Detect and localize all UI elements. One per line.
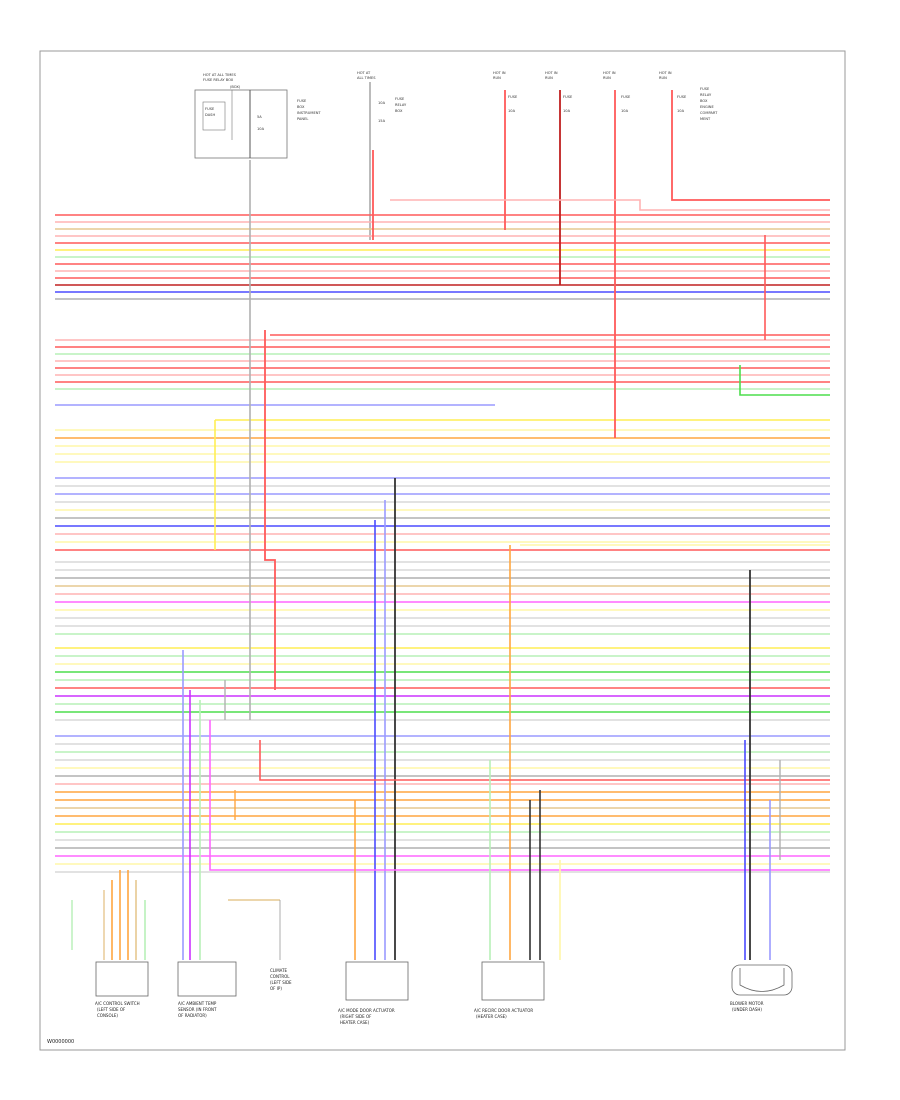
svg-text:RELAY: RELAY — [700, 93, 712, 97]
svg-text:RUN: RUN — [659, 76, 667, 80]
svg-text:10A: 10A — [257, 127, 265, 131]
svg-text:FUSE: FUSE — [205, 107, 215, 111]
blower-motor: BLOWER MOTOR (UNDER DASH) — [730, 964, 793, 1012]
wire-81 — [671, 90, 830, 201]
svg-text:PANEL: PANEL — [297, 117, 308, 121]
svg-text:COMPART: COMPART — [700, 111, 718, 115]
diagram-frame — [39, 50, 846, 1051]
svg-text:RUN: RUN — [493, 76, 501, 80]
svg-text:SENSOR (IN FRONT: SENSOR (IN FRONT — [178, 1007, 217, 1012]
footer-code: W0000000 — [47, 1039, 74, 1045]
svg-text:FUSE RELAY BOX: FUSE RELAY BOX — [203, 78, 234, 82]
ac-control-switch: A/C CONTROL SWITCH (LEFT SIDE OF CONSOLE… — [95, 961, 149, 1018]
svg-text:(RIGHT SIDE OF: (RIGHT SIDE OF — [340, 1014, 372, 1019]
svg-text:10A: 10A — [378, 101, 386, 105]
svg-text:FUSE: FUSE — [508, 95, 518, 99]
svg-text:A/C RECIRC DOOR ACTUATOR: A/C RECIRC DOOR ACTUATOR — [474, 1008, 533, 1013]
svg-text:CLIMATE: CLIMATE — [270, 968, 288, 973]
svg-text:RELAY: RELAY — [395, 103, 407, 107]
ambient-temp-sensor: A/C AMBIENT TEMP SENSOR (IN FRONT OF RAD… — [177, 961, 237, 1018]
svg-text:INSTRUMENT: INSTRUMENT — [297, 111, 321, 115]
svg-text:15A: 15A — [378, 119, 386, 123]
svg-text:HOT AT: HOT AT — [357, 71, 371, 75]
wire-84 — [264, 330, 276, 690]
wire-86 — [739, 365, 830, 396]
svg-text:HOT IN: HOT IN — [493, 71, 506, 75]
svg-text:BOX: BOX — [297, 105, 305, 109]
svg-text:DASH: DASH — [205, 113, 215, 117]
svg-text:FUSE: FUSE — [395, 97, 405, 101]
recirculation-door-actuator: A/C RECIRC DOOR ACTUATOR (HEATER CASE) — [474, 961, 545, 1019]
wire-82 — [390, 199, 830, 211]
svg-text:10A: 10A — [563, 109, 571, 113]
svg-text:MENT: MENT — [700, 117, 711, 121]
svg-text:A/C AMBIENT TEMP: A/C AMBIENT TEMP — [178, 1001, 217, 1006]
svg-text:FUSE: FUSE — [677, 95, 687, 99]
fuse-relay-box: HOT AT ALL TIMES FUSE RELAY BOX (BOX) FU… — [194, 73, 321, 159]
svg-text:A/C MODE DOOR ACTUATOR: A/C MODE DOOR ACTUATOR — [338, 1008, 395, 1013]
svg-text:10A: 10A — [508, 109, 516, 113]
svg-text:OF IP): OF IP) — [270, 986, 282, 991]
svg-text:HOT IN: HOT IN — [659, 71, 672, 75]
climate-control-unit: CLIMATE CONTROL (LEFT SIDE OF IP) — [270, 900, 292, 991]
svg-text:5A: 5A — [257, 115, 262, 119]
wire-97 — [209, 720, 830, 871]
svg-text:A/C CONTROL SWITCH: A/C CONTROL SWITCH — [95, 1001, 140, 1006]
svg-text:CONTROL: CONTROL — [270, 974, 290, 979]
svg-text:(LEFT SIDE: (LEFT SIDE — [270, 980, 292, 985]
svg-text:HOT IN: HOT IN — [603, 71, 616, 75]
fuse-hot-at-all-times: HOT AT ALL TIMES 10A 15A FUSE RELAY BOX — [357, 71, 407, 240]
svg-text:FUSE: FUSE — [563, 95, 573, 99]
svg-text:FUSE: FUSE — [700, 87, 710, 91]
wire-99 — [259, 740, 830, 781]
svg-text:ALL TIMES: ALL TIMES — [357, 76, 376, 80]
svg-text:BLOWER MOTOR: BLOWER MOTOR — [730, 1001, 764, 1006]
wire-harness — [55, 90, 830, 960]
svg-text:BOX: BOX — [395, 109, 403, 113]
svg-text:CONSOLE): CONSOLE) — [97, 1013, 118, 1018]
svg-text:ENGINE: ENGINE — [700, 105, 714, 109]
svg-text:RUN: RUN — [603, 76, 611, 80]
svg-text:(BOX): (BOX) — [230, 85, 241, 89]
svg-text:HEATER CASE): HEATER CASE) — [340, 1020, 370, 1025]
svg-text:(HEATER CASE): (HEATER CASE) — [476, 1014, 507, 1019]
svg-text:FUSE: FUSE — [297, 99, 307, 103]
svg-text:10A: 10A — [621, 109, 629, 113]
svg-text:HOT AT ALL TIMES: HOT AT ALL TIMES — [203, 73, 237, 77]
svg-text:HOT IN: HOT IN — [545, 71, 558, 75]
svg-text:FUSE: FUSE — [621, 95, 631, 99]
svg-text:10A: 10A — [677, 109, 685, 113]
svg-text:RUN: RUN — [545, 76, 553, 80]
mode-door-actuator: A/C MODE DOOR ACTUATOR (RIGHT SIDE OF HE… — [338, 961, 409, 1025]
svg-text:BOX: BOX — [700, 99, 708, 103]
svg-text:OF RADIATOR): OF RADIATOR) — [178, 1013, 207, 1018]
svg-text:(LEFT SIDE OF: (LEFT SIDE OF — [97, 1007, 126, 1012]
svg-text:(UNDER DASH): (UNDER DASH) — [732, 1007, 762, 1012]
